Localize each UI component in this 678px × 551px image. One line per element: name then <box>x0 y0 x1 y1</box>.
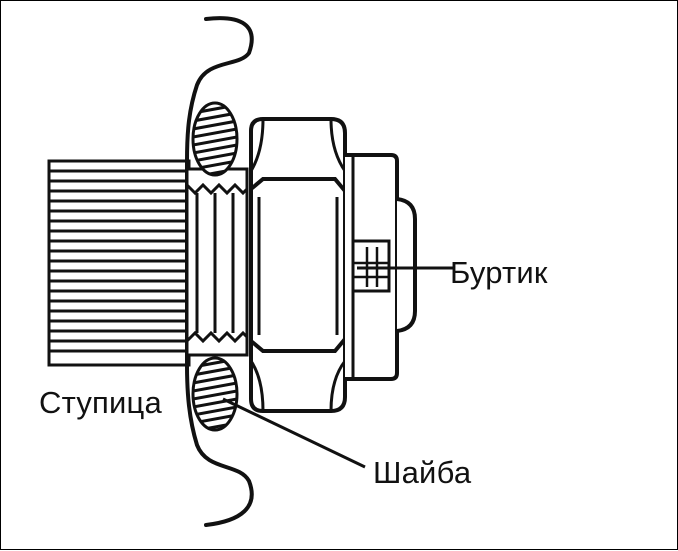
label-collar: Буртик <box>450 255 548 290</box>
washer-bottom <box>191 356 239 432</box>
label-washer: Шайба <box>373 455 472 490</box>
stud-shank <box>47 159 191 367</box>
nut-collar <box>345 153 417 381</box>
washer-top <box>191 101 239 177</box>
hex-nut <box>249 117 347 413</box>
washer-leader-line <box>222 397 366 469</box>
label-hub: Ступица <box>39 385 162 420</box>
threaded-bore <box>185 167 249 357</box>
wheel-disc-outline <box>185 16 254 527</box>
